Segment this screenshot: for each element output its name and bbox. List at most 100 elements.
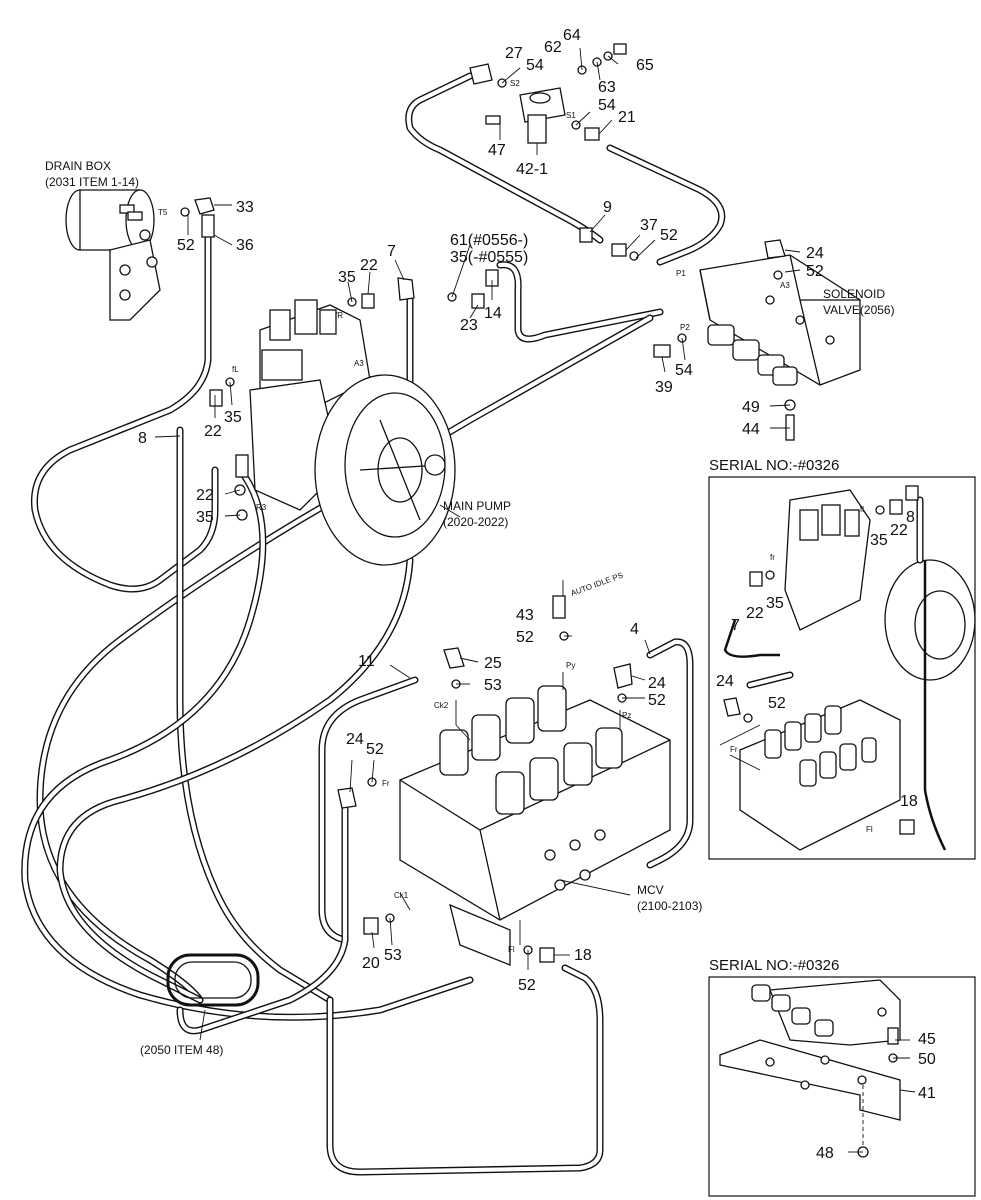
label-solenoid-ref: VALVE(2056): [823, 303, 895, 317]
callout-37: 37: [640, 217, 658, 234]
mcv: [337, 595, 671, 966]
callout-33: 33: [236, 199, 254, 216]
callout-9: 9: [603, 199, 612, 216]
port-r3: R3: [256, 503, 267, 512]
label-main-pump: MAIN PUMP: [443, 499, 511, 513]
callout-22: 22: [360, 257, 378, 274]
callout-35: 35: [224, 409, 242, 426]
bottom-callout-50: 50: [918, 1051, 936, 1068]
bottom-callout-41: 41: [918, 1085, 936, 1102]
inset-callout-35: 35: [870, 532, 888, 549]
callout-24: 24: [806, 245, 824, 262]
callout-18: 18: [574, 947, 592, 964]
callout-52: 52: [518, 977, 536, 994]
callout-49: 49: [742, 399, 760, 416]
inset-port-fl: fl: [860, 505, 864, 514]
callout-35: 35: [338, 269, 356, 286]
callout-42-1: 42-1: [516, 161, 548, 178]
callout-54: 54: [675, 362, 693, 379]
callout-44: 44: [742, 421, 760, 438]
callout-24: 24: [648, 675, 666, 692]
label-auto-idle: AUTO IDLE PS: [570, 571, 625, 598]
port-pz: Pz: [622, 711, 631, 720]
port-fr: fR: [335, 311, 343, 320]
label-solenoid: SOLENOID: [823, 287, 885, 301]
inset-bottom-title: SERIAL NO:-#0326: [709, 957, 839, 974]
callout-39: 39: [655, 379, 673, 396]
inset-callout-18: 18: [900, 793, 918, 810]
callout-27: 27: [505, 45, 523, 62]
callout-53: 53: [384, 947, 402, 964]
callout-65: 65: [636, 57, 654, 74]
callout-21: 21: [618, 109, 636, 126]
inset-callout-52: 52: [768, 695, 786, 712]
inset-callout-8: 8: [906, 509, 915, 526]
port-s1: S1: [566, 111, 576, 120]
label-drain-box-ref: (2031 ITEM 1-14): [45, 175, 139, 189]
port-s2: S2: [510, 79, 520, 88]
callout-54: 54: [598, 97, 616, 114]
port-fl: fL: [232, 365, 239, 374]
callout-25: 25: [484, 655, 502, 672]
callout-11: 11: [358, 653, 375, 670]
callout-35: 35: [196, 509, 214, 526]
callout-63: 63: [598, 79, 616, 96]
hose-clamp: [166, 953, 260, 1007]
note-61: 61(#0556-): [450, 232, 528, 249]
port-fr-mcv: Fr: [382, 779, 390, 788]
inset-callout-7: 7: [731, 617, 740, 634]
label-clamp: (2050 ITEM 48): [140, 1043, 223, 1057]
callout-52: 52: [516, 629, 534, 646]
port-fl-mcv: Fl: [508, 945, 515, 954]
hose-group: [21, 72, 726, 1176]
inset-port-fl2: Fl: [866, 825, 873, 834]
callout-8: 8: [138, 430, 147, 447]
inset-port-fr: fr: [770, 553, 775, 562]
callout-52: 52: [660, 227, 678, 244]
bottom-callout-48: 48: [816, 1145, 834, 1162]
callout-47: 47: [488, 142, 506, 159]
port-a3: A3: [780, 281, 790, 290]
inset-top: [708, 476, 976, 860]
callout-54: 54: [526, 57, 544, 74]
inset-callout-35: 35: [766, 595, 784, 612]
callout-22: 22: [204, 423, 222, 440]
callout-24: 24: [346, 731, 364, 748]
callout-52: 52: [366, 741, 384, 758]
callout-23: 23: [460, 317, 478, 334]
callout-numbers: 27 54 62 64 63 65 54 21 47 42-1 33 52 36…: [138, 27, 936, 1162]
inset-port-fr2: Fr: [730, 745, 738, 754]
main-pump: [209, 299, 456, 566]
bottom-callout-45: 45: [918, 1031, 936, 1048]
inset-callout-24: 24: [716, 673, 734, 690]
inset-callout-22: 22: [890, 522, 908, 539]
label-mcv-ref: (2100-2103): [637, 899, 702, 913]
port-a3-pump: A3: [354, 359, 364, 368]
callout-22: 22: [196, 487, 214, 504]
label-drain-box: DRAIN BOX: [45, 159, 111, 173]
port-labels: T5 S2 S1 P1 P2 A3 A3 fR fL R3 Py Pz Ck2 …: [158, 79, 873, 954]
callout-62: 62: [544, 39, 562, 56]
callout-52: 52: [177, 237, 195, 254]
port-py: Py: [566, 661, 575, 670]
port-ck1: Ck1: [394, 891, 409, 900]
note-35: 35(-#0555): [450, 249, 528, 266]
callout-4: 4: [630, 621, 639, 638]
callout-53: 53: [484, 677, 502, 694]
port-ck2: Ck2: [434, 701, 449, 710]
callout-52: 52: [806, 263, 824, 280]
port-p1: P1: [676, 269, 686, 278]
label-main-pump-ref: (2020-2022): [443, 515, 508, 529]
inset-callout-22: 22: [746, 605, 764, 622]
callout-20: 20: [362, 955, 380, 972]
callout-64: 64: [563, 27, 581, 44]
inset-bottom: [708, 976, 976, 1197]
callout-7: 7: [387, 243, 396, 260]
port-p2: P2: [680, 323, 690, 332]
callout-52: 52: [648, 692, 666, 709]
callout-36: 36: [236, 237, 254, 254]
leader-lines: [154, 47, 916, 1153]
inset-top-title: SERIAL NO:-#0326: [709, 457, 839, 474]
label-mcv: MCV: [637, 883, 664, 897]
